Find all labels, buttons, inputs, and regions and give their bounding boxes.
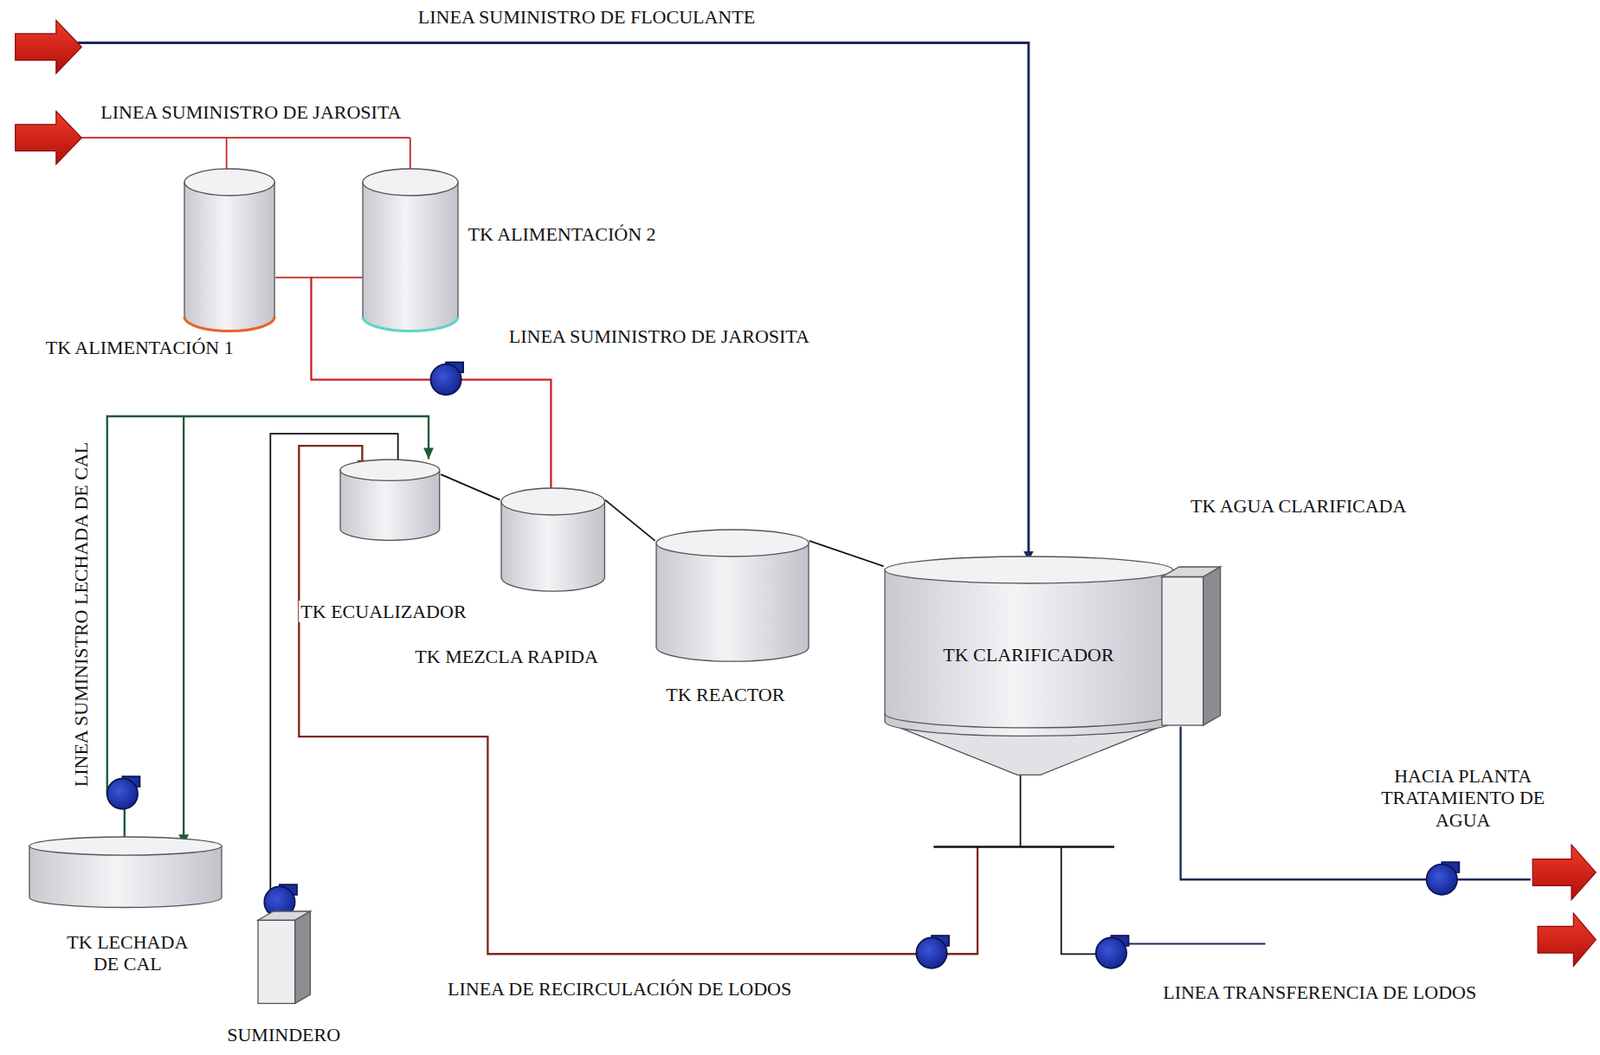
sludge-pipe (1019, 775, 1022, 848)
inlet-arrow (15, 111, 83, 165)
tank-top (340, 459, 440, 481)
tank-base-rim (362, 317, 459, 332)
lime-return-line (182, 416, 185, 844)
sludge-transfer-line (1061, 847, 1097, 955)
tank-shape (1161, 566, 1222, 727)
tank-label: TK REACTOR (664, 683, 787, 706)
tank-label: TK ALIMENTACIÓN 1 (44, 336, 236, 359)
pipe-line (809, 541, 884, 567)
line-label: HACIA PLANTA TRATAMIENTO DE AGUA (1357, 765, 1569, 832)
jarosite-line (76, 136, 410, 139)
tank-shape (183, 167, 276, 332)
tank-label: SUMINDERO (217, 1024, 351, 1046)
sludge-transfer-line (1122, 943, 1265, 946)
tank-label: TK ALIMENTACIÓN 2 (466, 223, 659, 246)
tank-body (184, 182, 275, 332)
tank-node: TK MEZCLA RAPIDA (500, 487, 606, 592)
pipe-connector (440, 474, 500, 500)
tank-node: TK ECUALIZADOR (339, 458, 441, 541)
tank-label: TK ECUALIZADOR (298, 600, 468, 623)
pump-symbol (1096, 935, 1130, 969)
tank-body (656, 542, 809, 662)
line-label: LINEA SUMINISTRO LECHADA DE CAL (70, 439, 93, 788)
clarifier-band (884, 714, 1174, 730)
box-side (1203, 567, 1221, 726)
line-label: LINEA SUMINISTRO DE FLOCULANTE (416, 6, 757, 28)
clarifier-top (884, 556, 1174, 584)
pipe-line (298, 445, 978, 955)
inlet-arrow (15, 20, 83, 74)
outlet-arrow (1537, 913, 1596, 967)
pump-symbol (916, 935, 949, 969)
tank-label: TK AGUA CLARIFICADA (1188, 495, 1408, 517)
pipe-connector (809, 541, 884, 567)
pipe-connector (605, 500, 656, 542)
tank-shape (339, 458, 441, 541)
tank-top (29, 837, 222, 856)
pipe-line (440, 474, 500, 500)
tank-top (184, 168, 275, 196)
tank-node: TK CLARIFICADOR (883, 555, 1175, 775)
tank-label: TK CLARIFICADOR (941, 644, 1116, 666)
tank-shape (655, 529, 810, 662)
tank-shape (361, 167, 459, 332)
tank-top (501, 488, 605, 516)
sludge-manifold (933, 845, 1115, 848)
pump-symbol (1426, 862, 1460, 896)
tank-top (362, 168, 459, 196)
tank-body (362, 182, 459, 332)
tank-label: TK MEZCLA RAPIDA (412, 645, 600, 668)
clarifier-body (884, 570, 1174, 737)
tank-base-rim (184, 317, 275, 333)
tank-shape (500, 487, 606, 592)
pump-symbol (430, 362, 464, 396)
tank-shape (883, 555, 1175, 775)
tank-shape (257, 910, 311, 1005)
line-label: LINEA TRANSFERENCIA DE LODOS (1161, 981, 1478, 1004)
arrow-head (423, 448, 434, 460)
pipe-connector (298, 445, 978, 955)
box-front (1161, 577, 1204, 727)
tank-node: TK ALIMENTACIÓN 1 (183, 167, 276, 332)
flocculant-line (76, 43, 1029, 561)
outlet-arrow (1532, 845, 1596, 901)
box-front (258, 921, 296, 1005)
tank-node: TK LECHADA DE CAL (28, 836, 223, 909)
tank-top (656, 529, 809, 557)
tank-node: TK ALIMENTACIÓN 2 (361, 167, 459, 332)
line-label: LINEA SUMINISTRO DE JAROSITA (507, 325, 812, 348)
pipe-line (605, 500, 656, 542)
tank-shape (28, 836, 223, 909)
tank-label: TK LECHADA DE CAL (54, 931, 201, 976)
tank-node: TK AGUA CLARIFICADA (1161, 566, 1222, 727)
line-label: LINEA SUMINISTRO DE JAROSITA (98, 101, 403, 123)
tank-node: TK REACTOR (655, 529, 810, 662)
pump-symbol (107, 776, 141, 810)
line-label: LINEA DE RECIRCULACIÓN DE LODOS (445, 978, 794, 1000)
tank-node: SUMINDERO (257, 910, 311, 1005)
box-side (295, 911, 311, 1004)
